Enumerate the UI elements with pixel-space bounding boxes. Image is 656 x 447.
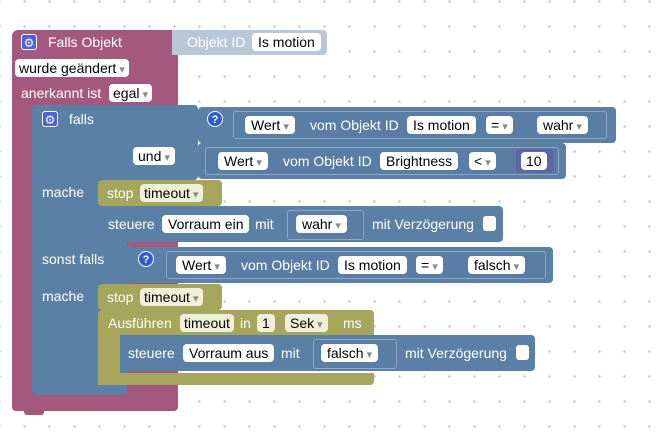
cond1-operator-dropdown[interactable]: =: [486, 116, 513, 134]
trigger-changed-dropdown[interactable]: wurde geändert: [15, 59, 129, 77]
timeout-ms-label: ms: [343, 315, 362, 331]
mache-2-label: mache: [42, 288, 85, 304]
trigger-bottom-bar: [12, 399, 178, 411]
trigger-title: Falls Objekt: [48, 34, 122, 50]
stop-2-timer-dropdown[interactable]: timeout: [140, 288, 203, 306]
mache-1-label: mache: [42, 184, 85, 200]
cond3-wert-dropdown[interactable]: Wert: [176, 256, 226, 274]
stop-1-timer-dropdown[interactable]: timeout: [140, 184, 203, 202]
timeout-block-side: [98, 330, 120, 385]
trigger-ack-dropdown[interactable]: egal: [109, 84, 153, 102]
control-2-delay-label: mit Verzögerung: [405, 345, 507, 361]
cond2-number-field[interactable]: 10: [521, 152, 547, 170]
control-2-delay-checkbox[interactable]: [516, 345, 529, 360]
timeout-block[interactable]: [98, 310, 374, 335]
timeout-unit-dropdown[interactable]: Sek: [285, 314, 328, 332]
timeout-in-label: in: [240, 315, 251, 331]
cond1-object-field[interactable]: Is motion: [407, 116, 476, 134]
cond2-operator-dropdown[interactable]: <: [469, 152, 496, 170]
if-gear-icon[interactable]: ⚙: [42, 111, 58, 127]
control-1-delay-label: mit Verzögerung: [372, 216, 474, 232]
cond1-vom-label: vom Objekt ID: [310, 117, 399, 133]
control-2-mit-label: mit: [281, 345, 300, 361]
stop-1-label: stop: [107, 185, 134, 201]
control-1-device-field[interactable]: Vorraum ein: [162, 215, 250, 233]
else-if-label: sonst falls: [42, 251, 105, 267]
trigger-bottom-tab: [24, 409, 44, 415]
if-falls-label: falls: [69, 111, 94, 127]
control-1-mit-label: mit: [255, 216, 274, 232]
timeout-amount-field[interactable]: 1: [257, 314, 275, 332]
cond2-vom-label: vom Objekt ID: [283, 153, 372, 169]
cond3-object-field[interactable]: Is motion: [338, 256, 407, 274]
control-1-value-dropdown[interactable]: wahr: [296, 215, 347, 233]
cond2-wert-dropdown[interactable]: Wert: [218, 152, 268, 170]
cond1-wert-dropdown[interactable]: Wert: [245, 116, 295, 134]
cond2-object-field[interactable]: Brightness: [380, 152, 459, 170]
control-1-label: steuere: [108, 216, 155, 232]
cond3-vom-label: vom Objekt ID: [241, 257, 330, 273]
control-2-device-field[interactable]: Vorraum aus: [183, 344, 275, 362]
and-dropdown[interactable]: und: [133, 147, 175, 165]
stop-2-label: stop: [107, 289, 134, 305]
and-block[interactable]: [127, 105, 198, 180]
control-2-value-dropdown[interactable]: falsch: [321, 344, 379, 362]
timeout-timer-field[interactable]: timeout: [180, 314, 234, 332]
else-if-header: [32, 246, 122, 282]
trigger-gear-icon[interactable]: ⚙: [21, 34, 37, 50]
timeout-block-bottom: [98, 373, 374, 385]
cond1-value-dropdown[interactable]: wahr: [537, 116, 588, 134]
trigger-ack-label: anerkannt ist: [21, 85, 102, 101]
trigger-object-field[interactable]: Is motion: [252, 33, 321, 51]
control-1-delay-checkbox[interactable]: [483, 216, 496, 231]
timeout-label: Ausführen: [108, 315, 172, 331]
cond1-help-icon[interactable]: ?: [207, 111, 223, 127]
cond3-operator-dropdown[interactable]: =: [416, 256, 443, 274]
cond3-value-dropdown[interactable]: falsch: [468, 256, 526, 274]
cond3-help-icon[interactable]: ?: [138, 251, 154, 267]
control-2-label: steuere: [128, 345, 175, 361]
trigger-object-label: Objekt ID: [187, 34, 246, 50]
